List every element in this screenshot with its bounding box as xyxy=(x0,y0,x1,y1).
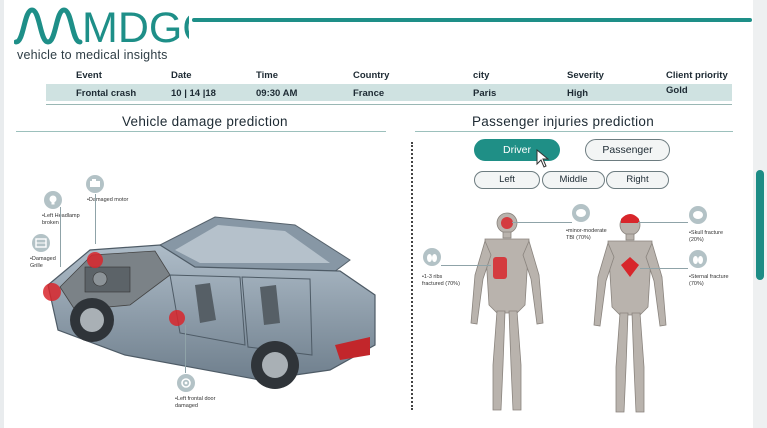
motor-icon xyxy=(86,175,104,193)
sternal-annotation: •Sternal fracture (70%) xyxy=(689,274,729,287)
seat-middle-button[interactable]: Middle xyxy=(542,171,605,189)
headlamp-leader-line xyxy=(60,207,61,267)
logo-wordmark: MDGO xyxy=(82,4,189,48)
ribs-hotspot xyxy=(493,257,507,279)
cell-severity: High xyxy=(567,88,589,99)
column-header-client-priority: Client priority xyxy=(666,70,728,81)
window-left-border xyxy=(0,0,4,428)
door-leader-line xyxy=(185,325,186,373)
front-view-figure xyxy=(593,214,667,413)
event-table: Event Date Time Country city Severity Cl… xyxy=(46,66,732,101)
passenger-section-title: Passenger injuries prediction xyxy=(472,114,655,129)
tbi-leader-line xyxy=(512,222,572,223)
cell-event: Frontal crash xyxy=(76,88,137,99)
body-figures xyxy=(470,212,667,413)
lungs-icon xyxy=(689,250,707,268)
column-header-severity: Severity xyxy=(567,70,604,81)
skull-hotspot xyxy=(621,214,639,223)
brain-icon xyxy=(572,204,590,222)
tbi-hotspot xyxy=(501,217,513,229)
cell-time: 09:30 AM xyxy=(256,88,298,99)
column-header-time: Time xyxy=(256,70,279,81)
column-header-event: Event xyxy=(76,70,102,81)
bulb-icon xyxy=(44,191,62,209)
sternal-leader-line xyxy=(640,268,688,269)
brain-icon xyxy=(689,206,707,224)
scrollbar-thumb[interactable] xyxy=(756,170,764,280)
vehicle-section-underline xyxy=(16,131,386,132)
door-icon xyxy=(177,374,195,392)
lungs-icon xyxy=(423,248,441,266)
vehicle-section-title: Vehicle damage prediction xyxy=(122,114,288,129)
seat-left-button[interactable]: Left xyxy=(474,171,540,189)
cell-city: Paris xyxy=(473,88,497,99)
cell-date: 10 | 14 |18 xyxy=(171,88,216,99)
cell-client-priority: Gold xyxy=(666,85,688,96)
vertical-scrollbar[interactable] xyxy=(753,0,767,428)
back-view-figure xyxy=(470,212,544,411)
seat-right-button[interactable]: Right xyxy=(606,171,669,189)
motor-leader-line xyxy=(95,194,96,244)
left-frontal-door-annotation: •Left frontal door damaged xyxy=(175,396,216,409)
table-header-row: Event Date Time Country city Severity Cl… xyxy=(46,66,732,84)
ribs-leader-line xyxy=(441,265,491,266)
column-header-country: Country xyxy=(353,70,390,81)
passenger-button[interactable]: Passenger xyxy=(585,139,670,161)
damaged-grille-annotation: •Damaged Grille xyxy=(30,256,56,269)
table-divider xyxy=(46,104,732,105)
cursor-icon xyxy=(536,148,552,174)
skull-annotation: •Skull fracture (20%) xyxy=(689,230,724,243)
cell-country: France xyxy=(353,88,385,99)
section-divider xyxy=(411,142,413,410)
left-headlamp-annotation: •Left Headlamp broken xyxy=(42,213,80,226)
sternal-hotspot xyxy=(621,257,639,277)
column-header-city: city xyxy=(473,70,490,81)
damaged-motor-annotation: •Damaged motor xyxy=(87,197,129,203)
skull-leader-line xyxy=(638,222,688,223)
passenger-section-underline xyxy=(415,131,733,132)
car-illustration xyxy=(43,216,376,389)
grille-icon xyxy=(32,234,50,252)
header-accent-line xyxy=(192,18,752,22)
brand-logo: MDGO xyxy=(13,2,216,53)
column-header-date: Date xyxy=(171,70,192,81)
table-row[interactable]: Frontal crash 10 | 14 |18 09:30 AM Franc… xyxy=(46,84,732,101)
brand-tagline: vehicle to medical insights xyxy=(17,48,168,62)
ribs-annotation: •1-3 ribs fractured (70%) xyxy=(422,274,460,287)
tbi-annotation: •minor-moderate TBI (70%) xyxy=(566,228,607,241)
